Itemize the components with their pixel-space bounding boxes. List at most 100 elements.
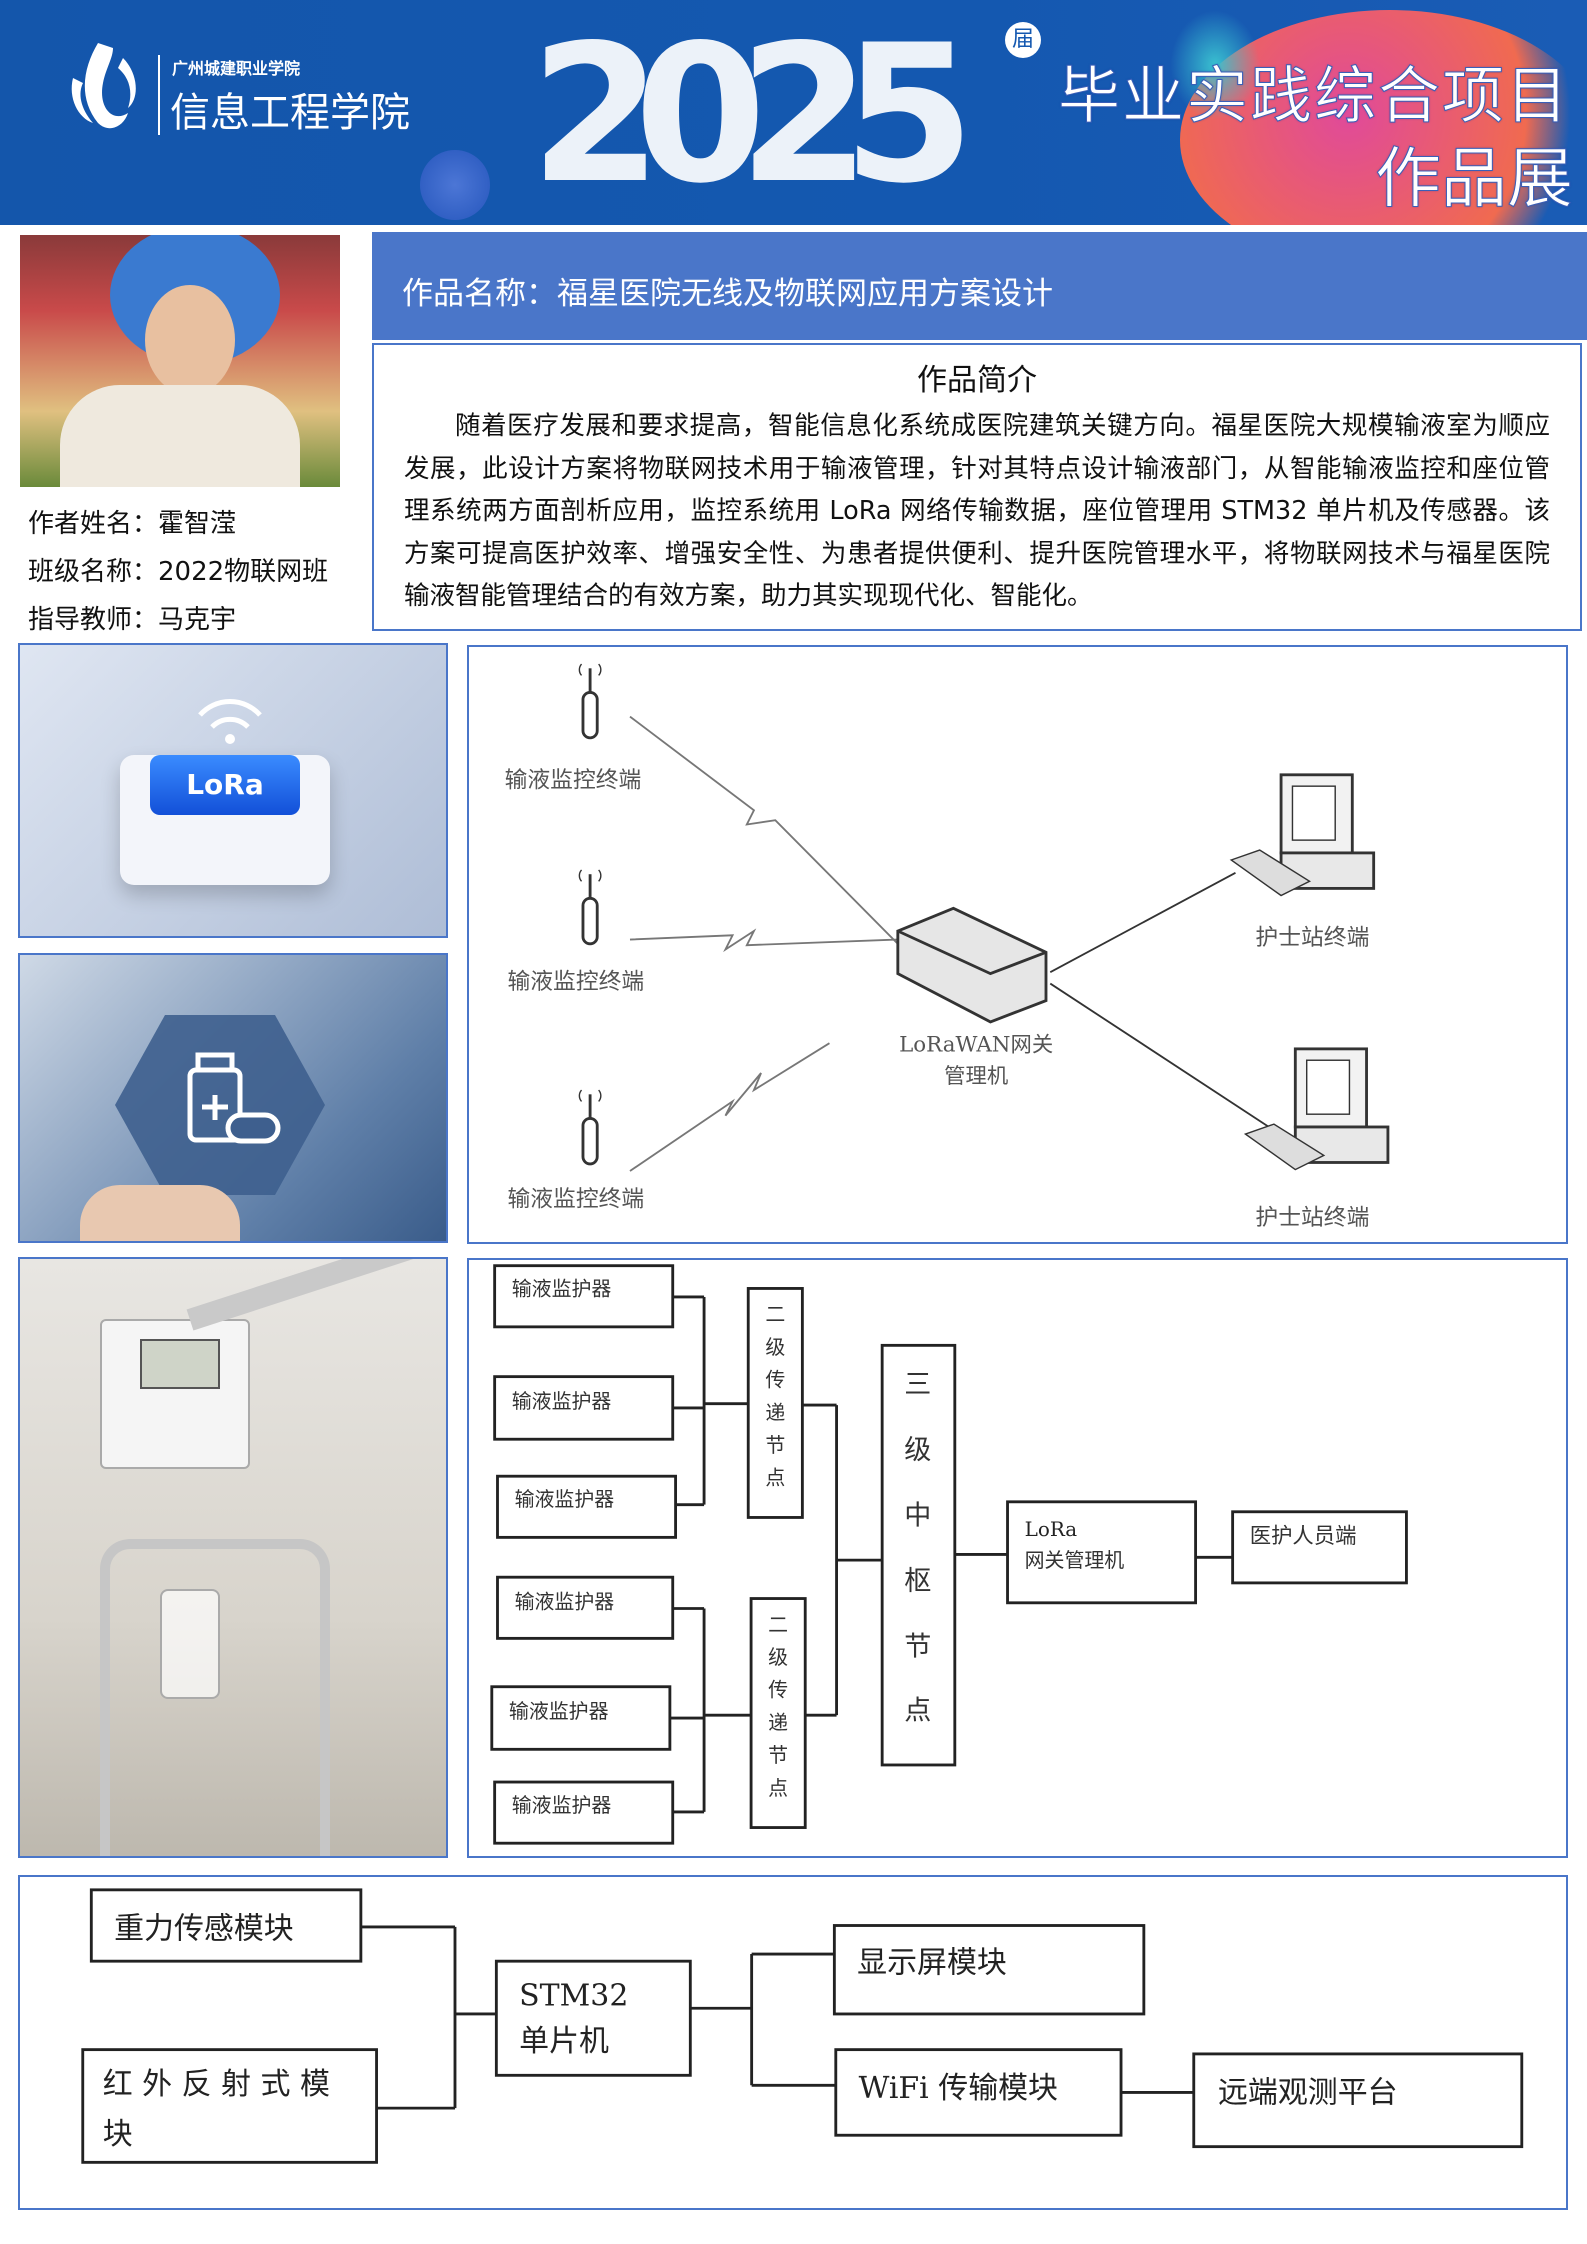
medicine-bottle-icon [115,1015,325,1195]
antenna-icon [578,663,602,740]
char: 二 [768,1613,788,1636]
secondary-node-label: 二 级 传 递 节 点 [768,1613,788,1800]
infrared-sensor-label-cont: 块 [103,2117,133,2152]
infrared-sensor-label: 红 外 反 射 式 模 [103,2067,330,2102]
wired-link [1049,871,1236,974]
terminal-label: 输液监控终端 [507,1187,644,1213]
gateway-label: 管理机 [944,1064,1008,1089]
secondary-node-box [749,1597,807,1829]
monitoring-hierarchy-diagram: 输液监护器 输液监护器 输液监护器 输液监护器 输液监护器 输液监护器 二 级 … [467,1258,1568,1858]
device-screen [140,1339,220,1389]
display-module-label: 显示屏模块 [857,1946,1007,1981]
terminal-label: 输液监控终端 [507,969,644,995]
monitor-label: 输液监护器 [512,1390,612,1413]
photo-jacket [60,385,300,487]
connector-lines [360,1925,1194,2110]
lora-gateway-box [1006,1500,1198,1605]
char: 点 [904,1695,931,1726]
char: 级 [768,1646,788,1669]
terminal-label: 输液监控终端 [505,768,642,794]
intro-heading: 作品简介 [917,363,1037,398]
monitor-device [100,1319,250,1469]
ceiling-rail [186,1259,441,1331]
author-photo [20,235,340,487]
antenna-icon [578,869,602,946]
header-banner: 广州城建职业学院 信息工程学院 2025 届 毕业实践综合项目 作品展 [0,0,1587,225]
antenna-icon [578,1089,602,1166]
char: 节 [768,1744,788,1767]
gateway-device-icon [896,906,1048,1024]
char: 级 [904,1435,931,1466]
infrared-sensor-box [81,2048,378,2164]
gravity-sensor-box [89,1888,363,1963]
class-name: 班级名称：2022物联网班 [28,557,329,587]
hardware-module-diagram: 重力传感模块 红 外 反 射 式 模 块 STM32 单片机 显示屏模块 WiF… [18,1875,1568,2210]
nurse-station-label: 护士站终端 [1255,925,1369,951]
char: 节 [765,1434,785,1457]
advisor-name: 指导教师：马克宇 [28,605,237,635]
wireless-link [629,715,899,945]
display-module-box [832,1924,1146,2016]
char: 传 [768,1679,788,1702]
char: 枢 [904,1566,931,1597]
monitor-label: 输液监护器 [509,1700,609,1723]
medicine-illustration [18,953,448,1243]
char: 级 [765,1336,785,1359]
logo-divider [158,55,160,135]
computer-icon [1243,1047,1390,1171]
char: 节 [904,1631,931,1662]
char: 传 [765,1369,785,1392]
stm32-label: STM32 [519,1978,628,2013]
wired-link [1049,982,1272,1130]
lora-label: LoRa [1025,1518,1078,1541]
secondary-node-label: 二 级 传 递 节 点 [765,1303,785,1490]
iv-stand [100,1539,330,1856]
staff-terminal-label: 医护人员端 [1250,1524,1357,1549]
intro-text: 随着医疗发展和要求提高，智能信息化系统成医院建筑关键方向。福星医院大规模输液室为… [404,411,1550,611]
monitor-box [496,1474,678,1539]
gateway-label: LoRaWAN网关 [899,1033,1053,1058]
remote-platform-box [1192,2052,1524,2149]
photo-face [145,285,235,395]
wifi-module-label: WiFi 传输模块 [859,2071,1058,2106]
wifi-module-box [834,2048,1123,2137]
char: 二 [765,1303,785,1326]
staff-terminal-box [1231,1510,1408,1585]
monitor-label: 输液监护器 [512,1278,612,1301]
monitor-box [493,1264,675,1329]
lora-illustration: LoRa [18,643,448,938]
gateway-manager-label: 网关管理机 [1025,1549,1125,1572]
stm32-box [494,1959,692,2077]
char: 递 [765,1401,785,1424]
char: 点 [765,1467,785,1490]
year-badge: 届 [1005,22,1041,58]
banner-subtitle: 作品展 [1375,140,1574,218]
infusion-device-photo [18,1257,448,1858]
char: 递 [768,1711,788,1734]
wireless-link [629,1042,830,1172]
central-node-box [880,1343,957,1767]
lora-network-diagram: 输液监控终端 输液监控终端 输液监控终端 LoRaWAN网关 管理机 护士站终端… [467,645,1568,1244]
central-node-label: 三 级 中 枢 节 点 [904,1370,931,1727]
gravity-sensor-label: 重力传感模块 [114,1911,294,1946]
char: 点 [768,1777,788,1800]
computer-icon [1229,773,1376,897]
project-title-bar: 作品名称：福星医院无线及物联网应用方案设计 [372,232,1587,340]
school-logo-icon [71,43,136,129]
school-name-small: 广州城建职业学院 [172,59,301,78]
hand [80,1185,240,1241]
monitor-box [493,1375,675,1441]
secondary-node-box [746,1287,804,1519]
monitor-label: 输液监护器 [512,1794,612,1817]
wifi-signal-icon [198,699,262,744]
monitor-box [496,1575,675,1640]
nurse-station-label: 护士站终端 [1255,1205,1369,1231]
lora-chip-label: LoRa [150,755,300,815]
project-title: 作品名称：福星医院无线及物联网应用方案设计 [402,276,1053,312]
year-graphic: 2025 [530,4,975,225]
school-name: 信息工程学院 [170,90,410,136]
monitor-label: 输液监护器 [515,1488,615,1511]
project-intro: 作品简介 随着医疗发展和要求提高，智能信息化系统成医院建筑关键方向。福星医院大规… [372,343,1582,631]
char: 中 [904,1501,931,1532]
banner-title: 毕业实践综合项目 [1057,59,1571,133]
